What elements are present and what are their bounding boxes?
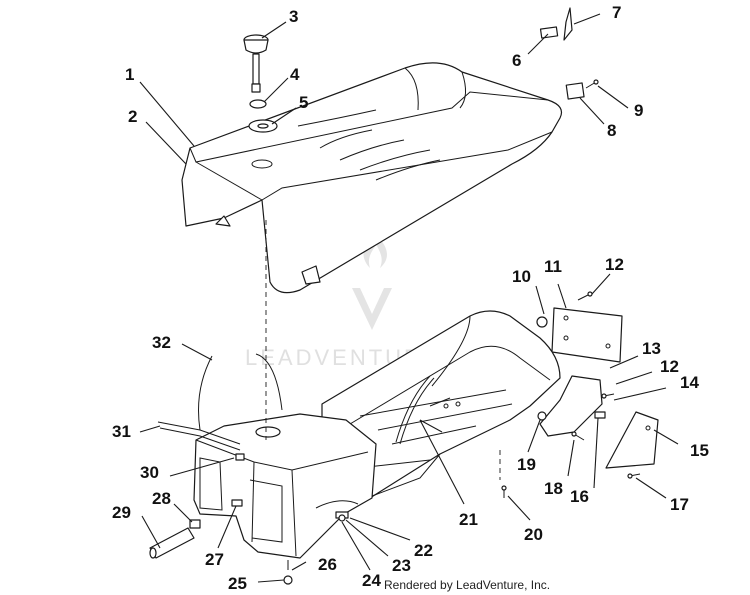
callout-28: 28 — [152, 489, 171, 508]
bolt-16 — [594, 411, 606, 419]
callout-12a: 12 — [605, 255, 624, 274]
screw-9 — [585, 79, 599, 89]
callout-24: 24 — [362, 571, 381, 590]
footer-credit: Rendered by LeadVenture, Inc. — [384, 578, 551, 592]
screw-20 — [501, 485, 507, 498]
mounting-plate — [551, 307, 623, 363]
callout-20: 20 — [524, 525, 543, 544]
screw-18 — [571, 431, 585, 441]
callout-17: 17 — [670, 495, 689, 514]
screw-12-lower — [601, 393, 615, 399]
hose-29 — [149, 527, 195, 559]
callout-6: 6 — [512, 51, 521, 70]
nut — [536, 316, 548, 328]
fitting-27 — [231, 499, 243, 507]
washer — [248, 119, 278, 133]
bracket-nut — [537, 411, 547, 421]
fuel-line — [395, 375, 431, 443]
fitting-30 — [235, 453, 245, 461]
callout-9: 9 — [634, 101, 643, 120]
callout-1: 1 — [125, 65, 134, 84]
callout-8: 8 — [607, 121, 616, 140]
gas-cap — [243, 34, 269, 93]
callout-7: 7 — [612, 3, 621, 22]
callout-5: 5 — [299, 93, 308, 112]
vent-hose-31 — [157, 421, 241, 445]
seat — [181, 62, 563, 294]
callout-13: 13 — [642, 339, 661, 358]
callout-4: 4 — [290, 65, 300, 84]
callout-19: 19 — [517, 455, 536, 474]
fitting-28 — [189, 519, 201, 529]
callout-25: 25 — [228, 574, 247, 593]
callout-15: 15 — [690, 441, 709, 460]
clamp-23 — [338, 514, 346, 522]
callout-29: 29 — [112, 503, 131, 522]
vent-hose-32 — [198, 355, 213, 431]
bumper-plate — [605, 411, 659, 469]
callout-18: 18 — [544, 479, 563, 498]
callout-26: 26 — [318, 555, 337, 574]
fuel-tank — [193, 413, 377, 559]
callout-3: 3 — [289, 7, 298, 26]
clip-plate-8 — [565, 82, 585, 100]
clip-plate-6 — [539, 26, 559, 39]
screw-12-top — [577, 291, 593, 301]
gasket — [249, 99, 267, 109]
callout-31: 31 — [112, 422, 131, 441]
seat-bracket-front — [563, 7, 573, 41]
callouts: 1 2 3 4 5 6 7 8 9 10 11 12 12 13 14 15 1… — [112, 3, 709, 593]
screw-25 — [283, 575, 293, 585]
callout-30: 30 — [140, 463, 159, 482]
screw-17 — [627, 473, 641, 479]
callout-27: 27 — [205, 550, 224, 569]
leader-lines — [139, 13, 679, 583]
callout-32: 32 — [152, 333, 171, 352]
callout-10: 10 — [512, 267, 531, 286]
callout-11: 11 — [544, 257, 562, 276]
callout-12b: 12 — [660, 357, 679, 376]
callout-22: 22 — [414, 541, 433, 560]
callout-2: 2 — [128, 107, 137, 126]
callout-16: 16 — [570, 487, 589, 506]
rear-bracket — [539, 375, 603, 437]
chassis-frame — [321, 310, 561, 499]
callout-23: 23 — [392, 556, 411, 575]
callout-21: 21 — [459, 510, 478, 529]
callout-14: 14 — [680, 373, 699, 392]
